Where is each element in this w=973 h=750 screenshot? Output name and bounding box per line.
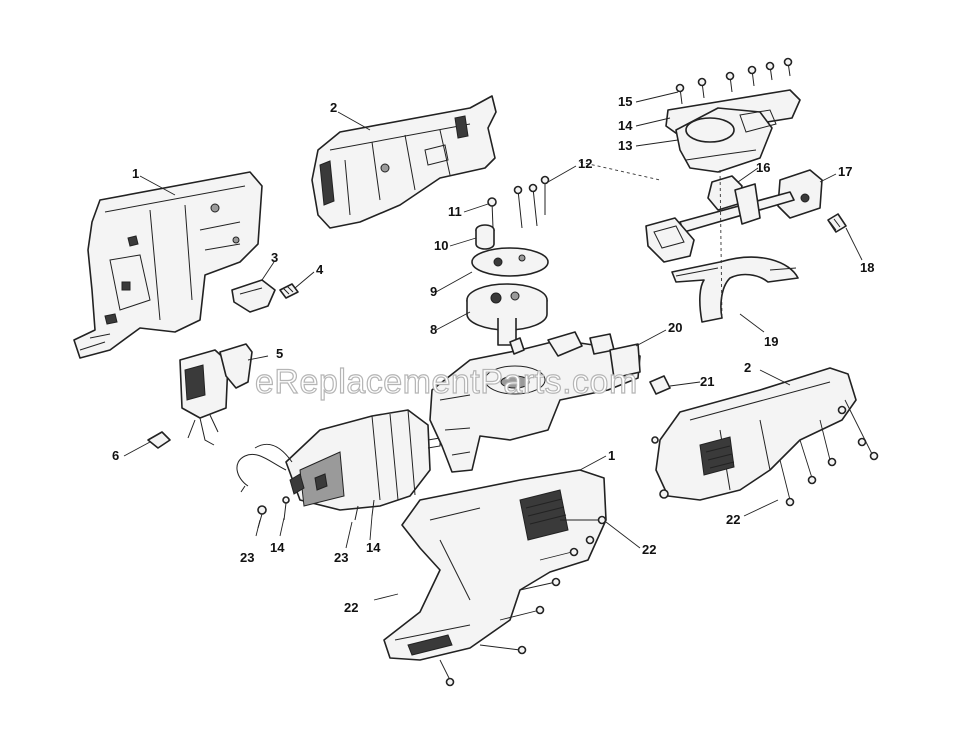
callout-6: 6 — [112, 448, 119, 463]
part-6-clip — [147, 431, 171, 449]
callout-18: 18 — [860, 260, 874, 275]
callout-22-center: 22 — [642, 542, 656, 557]
callout-labels: 1 2 3 4 5 6 8 9 10 11 12 13 14 15 16 17 … — [112, 94, 874, 615]
callout-12: 12 — [578, 156, 592, 171]
part-17-clamp — [645, 169, 823, 263]
callout-13: 13 — [618, 138, 632, 153]
callout-14: 14 — [618, 118, 633, 133]
callout-9: 9 — [430, 284, 437, 299]
callout-5: 5 — [276, 346, 283, 361]
callout-11: 11 — [448, 204, 462, 219]
part-5-switch — [179, 343, 253, 446]
part-1-left-housing — [73, 171, 263, 359]
callout-4: 4 — [316, 262, 324, 277]
callout-1: 1 — [132, 166, 139, 181]
part-2-right-housing-bottom — [651, 367, 857, 501]
callout-8: 8 — [430, 322, 437, 337]
part-15-screws — [675, 57, 793, 105]
part-13-housing — [675, 107, 777, 173]
part-10-bushing — [475, 224, 495, 250]
callout-16: 16 — [756, 160, 770, 175]
callout-2-bottom: 2 — [744, 360, 751, 375]
callout-1-bottom: 1 — [608, 448, 615, 463]
callout-10: 10 — [434, 238, 448, 253]
callout-2: 2 — [330, 100, 337, 115]
callout-17: 17 — [838, 164, 852, 179]
alignment-line-gear — [579, 161, 661, 181]
part-3-lever — [231, 279, 276, 313]
watermark: eReplacementParts.com — [255, 363, 638, 401]
callout-3: 3 — [271, 250, 278, 265]
callout-22-right: 22 — [726, 512, 740, 527]
part-8-gear — [466, 283, 548, 346]
callout-14-left: 14 — [270, 540, 285, 555]
motor-assembly — [236, 409, 441, 529]
part-20-gearbox — [429, 331, 641, 473]
part-18-screw — [827, 213, 847, 233]
callout-15: 15 — [618, 94, 632, 109]
alignment-line — [719, 169, 723, 321]
callout-20: 20 — [668, 320, 682, 335]
leader-lines — [123, 91, 863, 601]
part-2-right-housing-top — [311, 95, 497, 229]
part-19-shoe — [671, 256, 799, 323]
screws-22-right — [779, 399, 879, 507]
screws-22-bottom — [439, 515, 607, 687]
callout-23-right: 23 — [334, 550, 348, 565]
callout-19: 19 — [764, 334, 778, 349]
part-9-plate — [471, 247, 549, 277]
callout-14-right: 14 — [366, 540, 381, 555]
callout-23-left: 23 — [240, 550, 254, 565]
part-21-pin — [649, 375, 671, 395]
part-11-screw — [487, 197, 497, 229]
callout-21: 21 — [700, 374, 714, 389]
part-12-screws — [513, 175, 550, 229]
part-1-left-housing-bottom — [383, 469, 607, 661]
part-4-spring — [279, 283, 299, 299]
callout-22-left: 22 — [344, 600, 358, 615]
